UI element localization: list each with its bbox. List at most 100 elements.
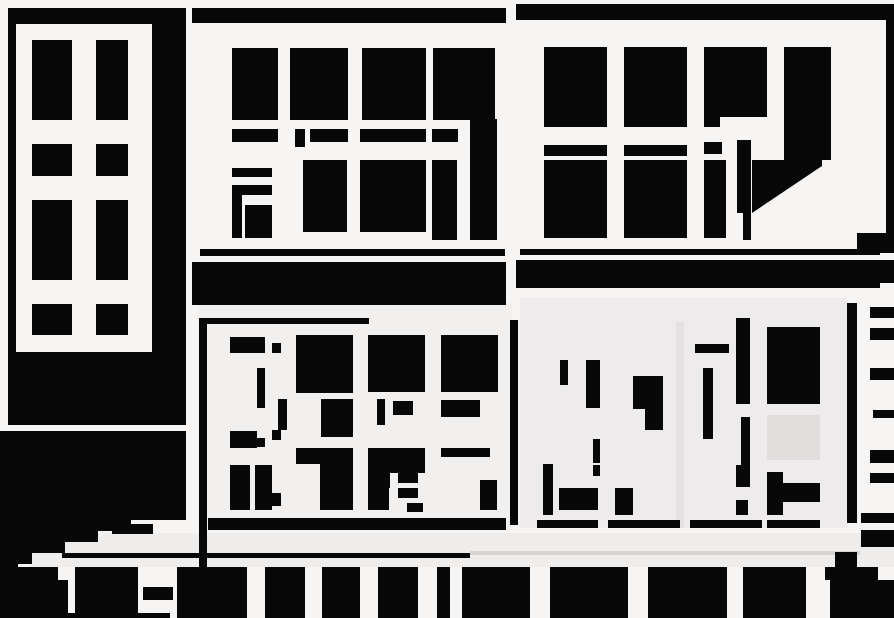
upper-middle-window-shape [232, 195, 242, 238]
lower-right-window-shape [736, 500, 748, 515]
lower-middle-window-shape [255, 465, 272, 510]
upper-right-window-shape [720, 117, 767, 127]
upper-middle-window-shape [290, 48, 348, 120]
railing-shape [265, 567, 305, 618]
upper-right-window [516, 4, 894, 288]
door-window-shape [32, 200, 72, 280]
lower-middle-window-shape [278, 399, 287, 430]
staircase-shape [0, 542, 65, 553]
upper-right-window-shape [624, 160, 687, 238]
upper-middle-window-shape [310, 129, 348, 142]
lower-right-window-shape [537, 520, 598, 528]
door-window-shape [32, 144, 72, 176]
upper-right-window-shape [704, 142, 722, 154]
railing-shape [177, 567, 247, 618]
lower-right-window-shape [633, 376, 663, 409]
upper-middle-window-shape [303, 160, 347, 232]
upper-middle-window-shape [200, 249, 505, 256]
upper-right-window-shape [752, 160, 822, 213]
lower-middle-window-shape [441, 400, 480, 417]
right-edge-ladder-shape [870, 368, 894, 380]
lower-right-window-shape [783, 483, 820, 502]
upper-right-window-shape [544, 145, 607, 156]
railing-shape [825, 567, 878, 580]
lower-middle-window-shape [230, 465, 250, 510]
staircase-shape [112, 524, 153, 534]
upper-middle-window [192, 8, 506, 305]
lower-middle-window-shape [230, 431, 257, 448]
lower-middle-window-shape [257, 438, 265, 447]
upper-middle-window-shape [362, 48, 426, 120]
upper-middle-window-shape [192, 8, 506, 23]
upper-right-window-shape [886, 15, 894, 233]
railing-shape [378, 567, 418, 618]
upper-right-window-shape [737, 140, 751, 213]
door-window-shape [96, 144, 128, 176]
door-window-shape [96, 304, 128, 335]
railing-shape [0, 567, 58, 618]
lower-right-window-shape [543, 464, 553, 515]
lower-middle-window-shape [272, 430, 281, 440]
railing-shape [437, 567, 450, 618]
railing-shape [830, 580, 894, 618]
lower-right-window-shape [586, 360, 600, 408]
right-edge-ladder-shape [870, 450, 894, 463]
lower-right-window-shape [559, 488, 598, 510]
upper-middle-window-shape [245, 205, 272, 238]
right-edge-ladder [861, 307, 894, 547]
upper-right-window-shape [857, 233, 894, 253]
right-edge-ladder-shape [870, 473, 894, 483]
lower-middle-window-shape [398, 488, 418, 498]
railing-shape [462, 567, 530, 618]
upper-middle-window-shape [432, 129, 458, 142]
upper-right-window-shape [880, 260, 894, 283]
railing [0, 553, 894, 618]
lower-middle-window-shape [199, 320, 207, 570]
lower-middle-window-shape [257, 368, 265, 408]
upper-middle-window-shape [232, 129, 278, 142]
upper-right-window-shape [704, 160, 726, 238]
upper-right-window-shape [544, 47, 607, 127]
upper-middle-window-shape [192, 262, 506, 305]
upper-middle-window-shape [360, 160, 426, 232]
upper-right-window-shape [520, 249, 880, 255]
lower-middle-window-shape [368, 464, 390, 488]
lower-right-window-shape [741, 417, 750, 470]
door-window-shape [96, 200, 128, 280]
lower-middle-window-shape [510, 320, 518, 525]
upper-middle-window-shape [232, 48, 278, 120]
lower-right-window-shape [736, 465, 750, 487]
staircase-shape [0, 520, 131, 531]
lower-middle-window-shape [393, 401, 413, 415]
lower-right-window-shape [560, 360, 568, 385]
lower-middle-window-shape [377, 399, 385, 425]
lower-right-window-shape [615, 488, 633, 515]
door-window-shape [32, 40, 72, 120]
staircase-shape [0, 431, 186, 520]
lower-middle-window-shape [407, 503, 423, 512]
lower-middle-window-shape [272, 493, 281, 506]
lower-middle-window-shape [480, 480, 497, 510]
lower-right-window-shape [767, 327, 820, 404]
lower-middle-window-shape [296, 448, 353, 464]
lower-middle-window-shape [441, 335, 498, 392]
lower-middle-window-shape [368, 335, 425, 392]
lower-right-window-shape [608, 520, 680, 528]
railing-shape [743, 567, 806, 618]
door-window-shape [96, 40, 128, 120]
lower-right-window-shape [767, 520, 820, 528]
upper-right-window-shape [743, 212, 751, 240]
railing-shape [62, 553, 470, 558]
lower-middle-window-shape [368, 488, 389, 510]
door-window-shape [32, 304, 72, 335]
right-edge-ladder-shape [870, 307, 894, 318]
upper-right-window-shape [544, 160, 607, 238]
upper-middle-window-shape [360, 129, 426, 142]
lower-right-window-shape [593, 439, 600, 463]
railing-shape [322, 567, 360, 618]
lower-middle-window-shape [321, 399, 353, 437]
upper-middle-window-shape [432, 160, 457, 240]
lower-middle-window [199, 318, 518, 570]
lower-right-window-shape [695, 344, 729, 353]
